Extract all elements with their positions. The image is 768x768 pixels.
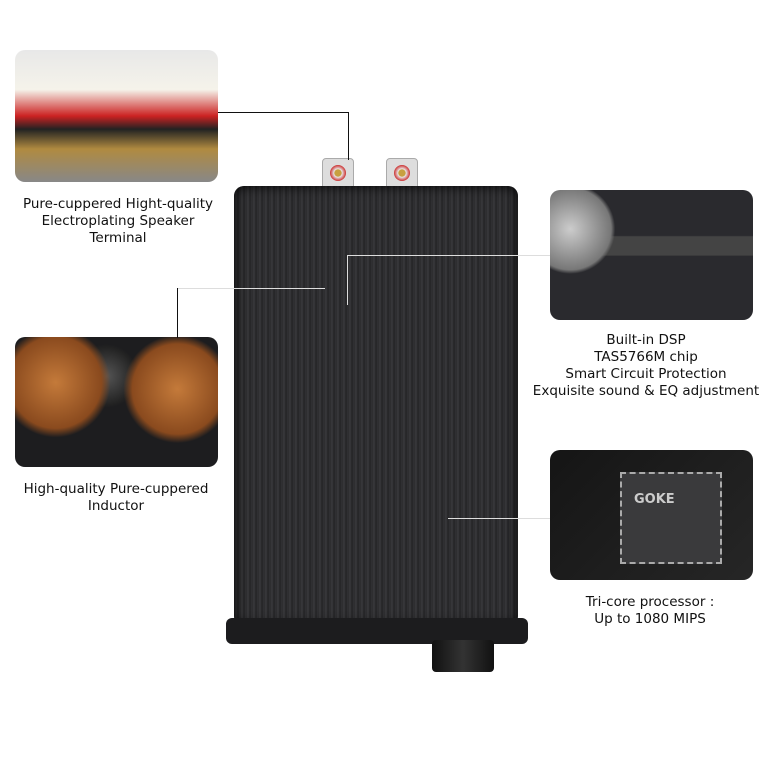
leader-line (448, 518, 550, 519)
caption-line: Up to 1080 MIPS (594, 611, 706, 627)
caption-line: Exquisite sound & EQ adjustment (532, 383, 760, 399)
processor-chip: GOKE (620, 472, 722, 564)
caption-line: Inductor (87, 498, 145, 514)
leader-line (177, 288, 178, 338)
caption-line: Smart Circuit Protection (565, 366, 727, 382)
inductor-caption: High-quality Pure-cuppered Inductor (0, 481, 232, 515)
rca-jack-left (322, 158, 354, 190)
volume-knob (432, 640, 494, 672)
caption-line: Electroplating Speaker (41, 213, 195, 229)
caption-line: Terminal (89, 230, 147, 246)
caption-line: Built-in DSP (606, 332, 686, 348)
leader-line (347, 255, 348, 305)
chip-logo: GOKE (634, 492, 675, 507)
speaker-terminal-caption: Pure-cuppered Hight-quality Electroplati… (0, 196, 236, 247)
amplifier-base (226, 618, 528, 644)
processor-photo: GOKE (550, 450, 753, 580)
caption-line: Tri-core processor : (585, 594, 715, 610)
leader-line (347, 255, 550, 256)
caption-line: Pure-cuppered Hight-quality (22, 196, 214, 212)
caption-line: High-quality Pure-cuppered (23, 481, 209, 497)
processor-caption: Tri-core processor : Up to 1080 MIPS (540, 594, 760, 628)
inductor-photo (15, 337, 218, 467)
speaker-terminal-photo (15, 50, 218, 182)
leader-line (177, 288, 325, 289)
dsp-chip-photo (550, 190, 753, 320)
amplifier-body (234, 186, 518, 626)
leader-line (218, 112, 348, 113)
leader-line (348, 112, 349, 160)
caption-line: TAS5766M chip (594, 349, 698, 365)
dsp-caption: Built-in DSP TAS5766M chip Smart Circuit… (524, 332, 768, 400)
